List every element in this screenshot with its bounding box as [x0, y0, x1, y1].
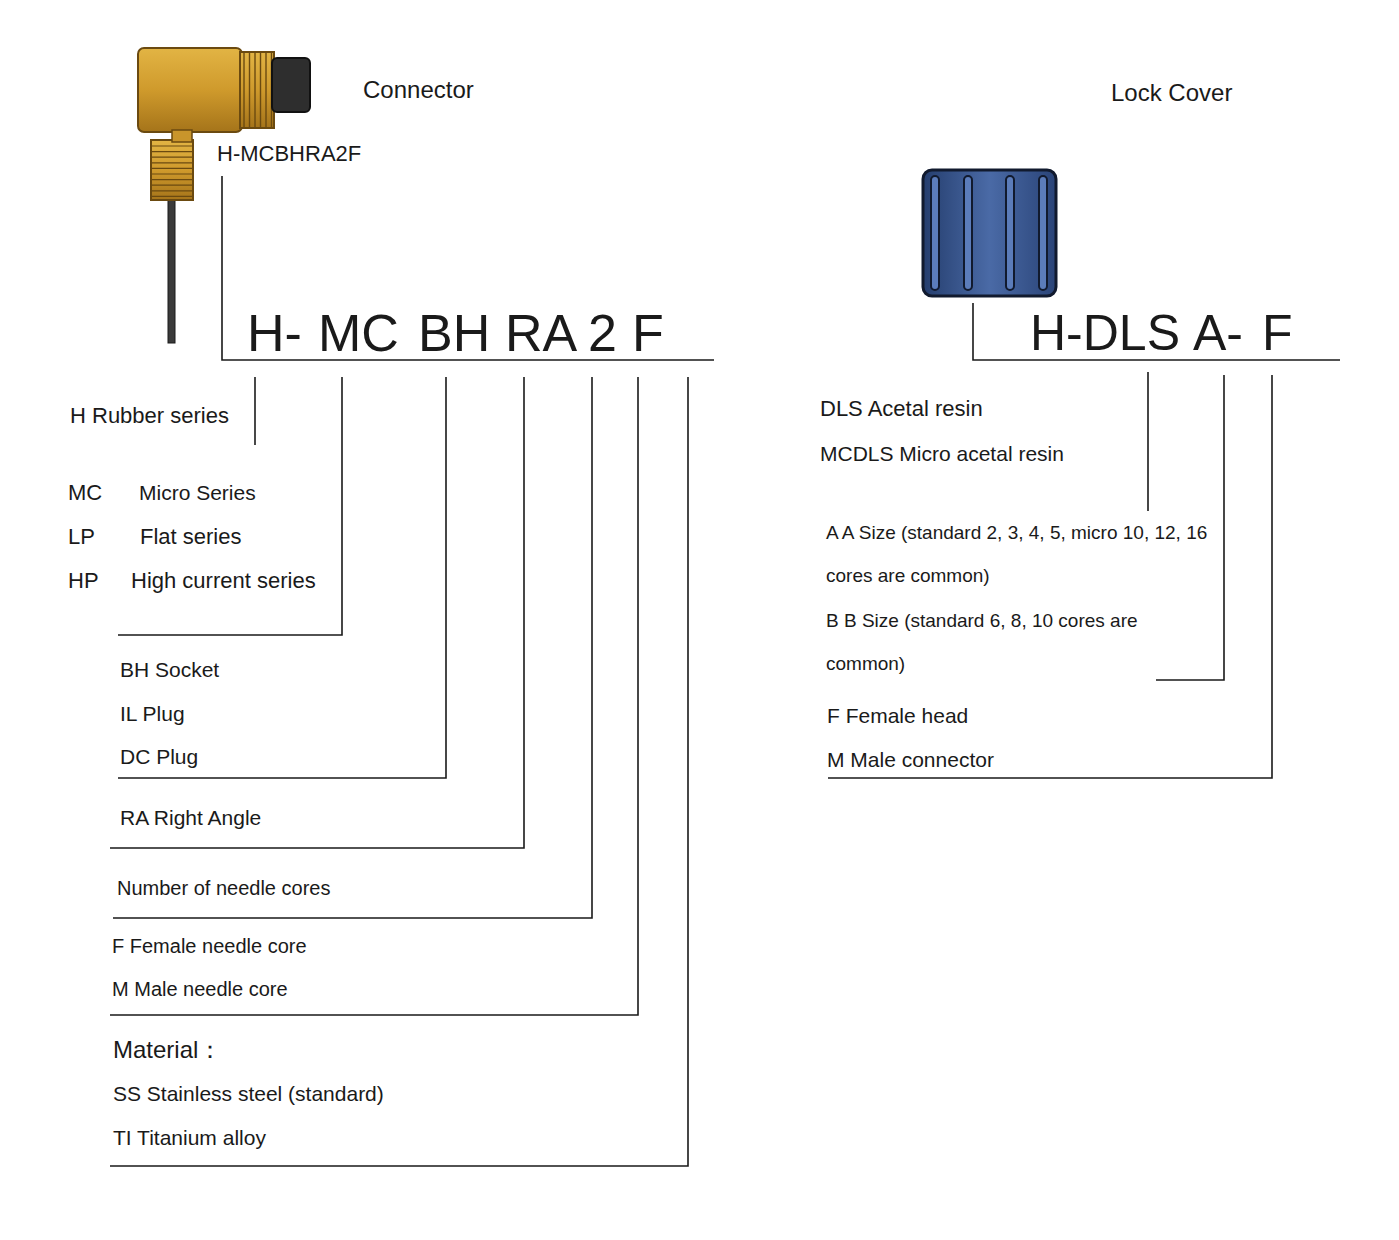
option-label: F Female head	[827, 703, 968, 728]
option-label: Flat series	[140, 524, 241, 550]
thread-line	[152, 145, 192, 146]
option-label: RA Right Angle	[120, 805, 261, 830]
thread-line	[152, 190, 192, 191]
thread-line	[254, 53, 255, 127]
thread-lines	[244, 53, 272, 127]
leader-lines	[110, 176, 1340, 1166]
leader-line	[110, 377, 688, 1166]
option-label: MCDLS Micro acetal resin	[820, 441, 1064, 466]
thread-line	[243, 53, 244, 127]
thread-line	[260, 53, 261, 127]
lock-cover-body	[923, 170, 1056, 296]
option-label: SS Stainless steel (standard)	[113, 1081, 384, 1106]
leader-line	[110, 377, 524, 848]
leader-line	[254, 377, 256, 445]
knurl-ridge	[1006, 176, 1014, 290]
option-label: M Male connector	[827, 747, 994, 772]
option-code: LP	[68, 524, 95, 550]
thread-line	[249, 53, 250, 127]
leader-line	[110, 377, 638, 1015]
coupling-thread	[240, 52, 274, 128]
option-label: DC Plug	[120, 744, 198, 769]
wire	[168, 198, 175, 343]
thread-line	[265, 53, 266, 127]
option-code: HP	[68, 568, 99, 594]
size-note: A A Size (standard 2, 3, 4, 5, micro 10,…	[826, 511, 1211, 597]
option-label: DLS Acetal resin	[820, 396, 983, 422]
size-note: B B Size (standard 6, 8, 10 cores are co…	[826, 599, 1156, 685]
knurl-ridge	[964, 176, 972, 290]
rubber-cap	[272, 58, 310, 112]
option-label: High current series	[131, 568, 316, 594]
option-code: MC	[68, 480, 102, 506]
leader-line	[113, 377, 592, 918]
thread-line	[152, 168, 192, 169]
option-label: H Rubber series	[70, 403, 229, 429]
code-segment: A-	[1193, 303, 1243, 363]
code-segment: F	[632, 302, 664, 364]
section-label: Material：	[113, 1036, 222, 1065]
code-segment: RA	[505, 302, 577, 364]
connector-body	[138, 48, 242, 132]
code-segment: 2	[588, 302, 617, 364]
code-segment: H-	[247, 302, 302, 364]
leader-line	[118, 377, 446, 778]
thread-line	[152, 151, 192, 152]
knurl-ridges	[931, 176, 1047, 290]
thread-line	[152, 157, 192, 158]
option-label: Number of needle cores	[117, 876, 330, 900]
option-label: Micro Series	[139, 480, 256, 505]
connector-illustration	[138, 48, 310, 343]
option-label: BH Socket	[120, 657, 219, 682]
thread-line	[152, 173, 192, 174]
option-label: IL Plug	[120, 701, 185, 726]
title-label: Connector	[363, 76, 474, 105]
code-segment: H-DLS	[1030, 303, 1180, 363]
thread-line	[152, 179, 192, 180]
code-segment: F	[1262, 303, 1293, 363]
thread-line	[152, 196, 192, 197]
thread-line	[152, 162, 192, 163]
thread-lines	[152, 146, 192, 196]
collar	[172, 130, 192, 142]
title-label: Lock Cover	[1111, 79, 1232, 108]
option-label: F Female needle core	[112, 934, 307, 958]
thread-line	[152, 185, 192, 186]
neck-thread	[151, 140, 193, 200]
code-segment: BH	[418, 302, 490, 364]
option-label: M Male needle core	[112, 977, 288, 1001]
code-segment: MC	[318, 302, 399, 364]
knurl-ridge	[931, 176, 939, 290]
option-label: TI Titanium alloy	[113, 1125, 266, 1150]
lock-cover-illustration	[923, 170, 1056, 296]
knurl-ridge	[1039, 176, 1047, 290]
part-number: H-MCBHRA2F	[217, 141, 361, 167]
